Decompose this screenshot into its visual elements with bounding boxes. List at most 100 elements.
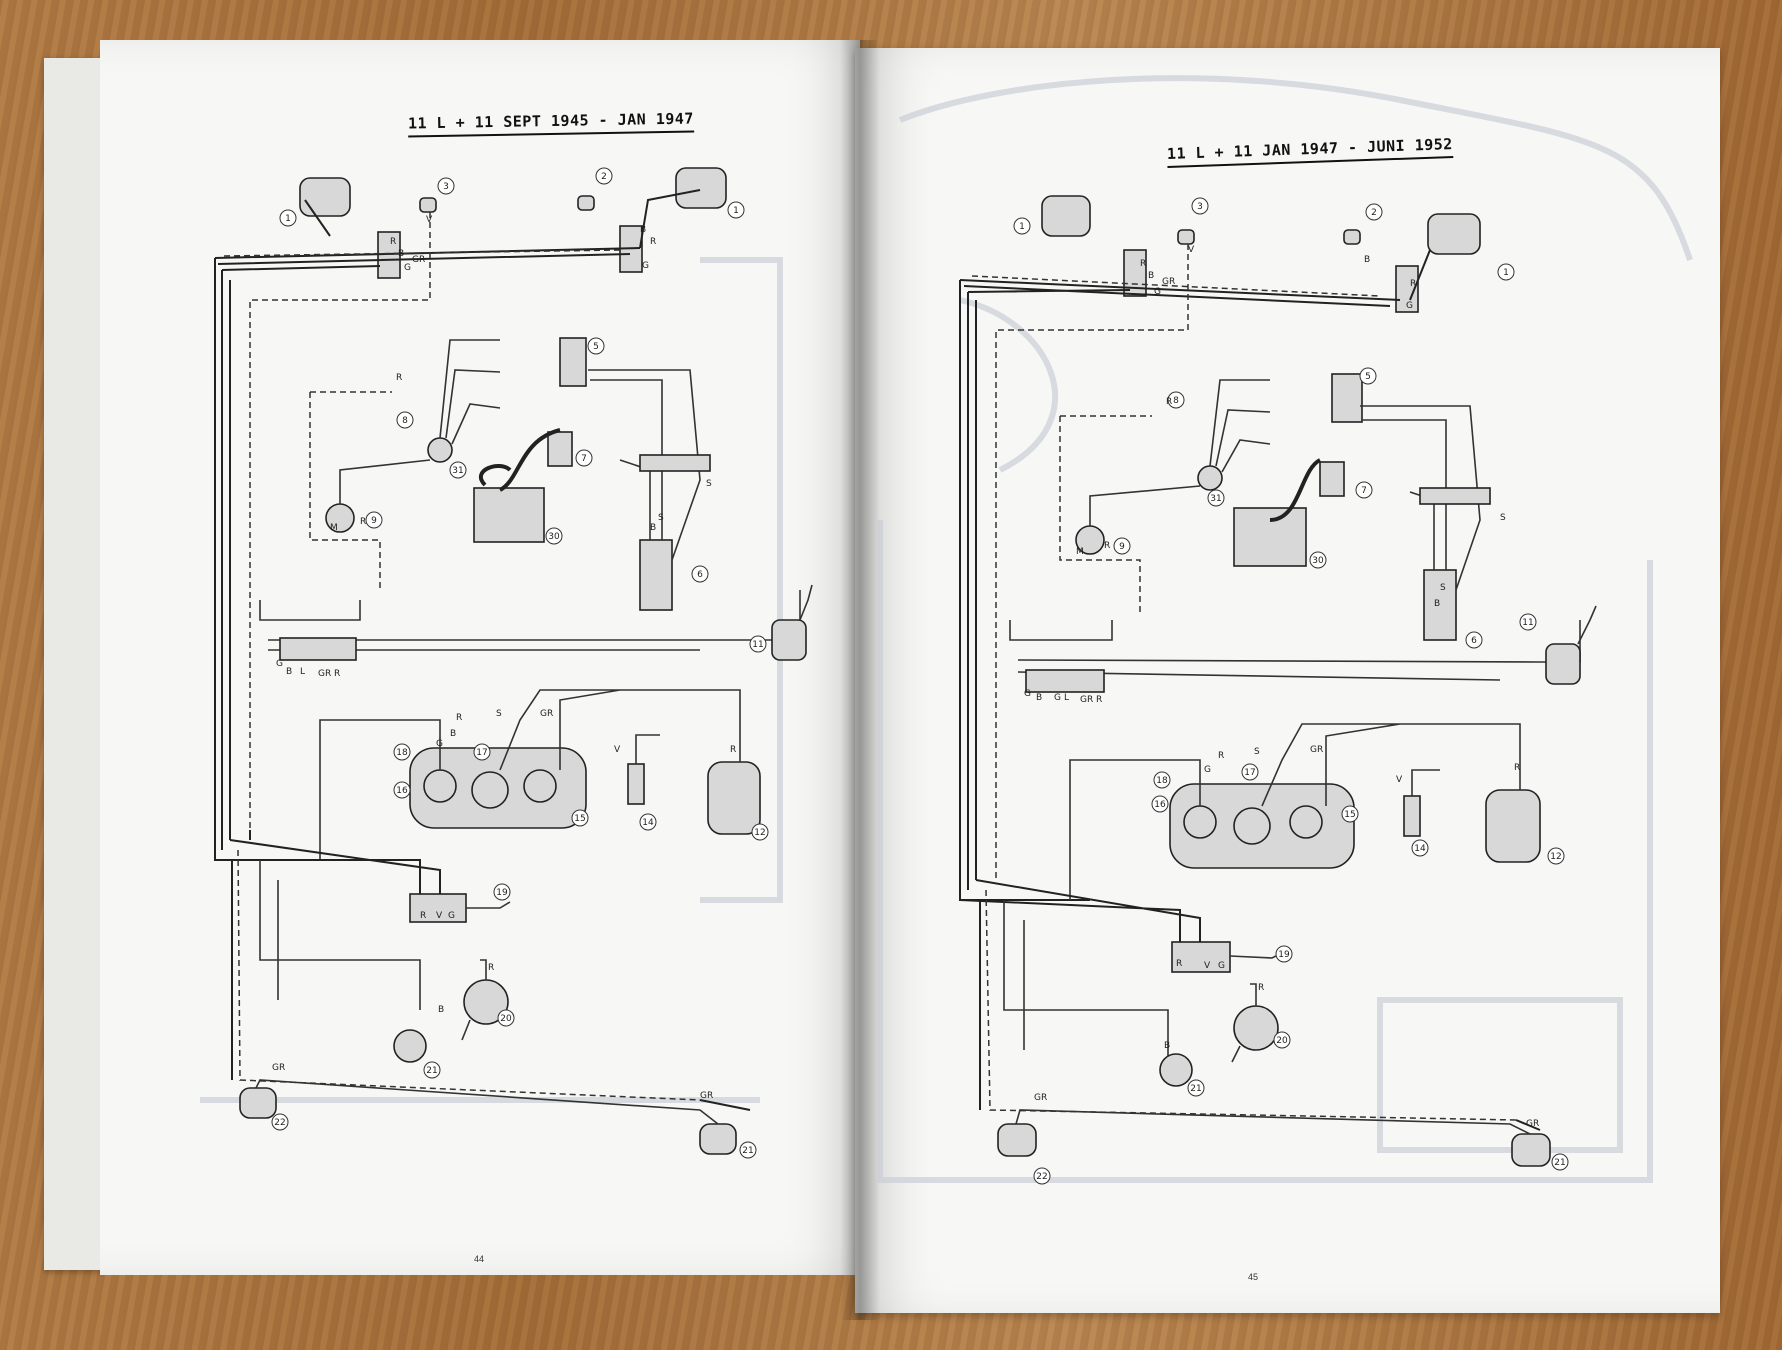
callout-circle (1359, 367, 1377, 385)
right-page-number: 45 (1248, 1272, 1259, 1282)
callout-circle (1113, 537, 1131, 555)
fuse-box-6 (639, 539, 673, 611)
wire-label: GR (700, 1091, 713, 1101)
tail-lamp-right-21 (699, 1123, 737, 1155)
wire-label: G (276, 659, 283, 669)
callout-number: 15 (1344, 810, 1355, 820)
callout-31: 31 (1207, 489, 1225, 507)
right-page-bleed-through (877, 75, 1693, 1183)
callout-number: 12 (1550, 852, 1561, 862)
callout-18: 18 (1153, 771, 1171, 789)
callout-14: 14 (1411, 839, 1429, 857)
callout-8: 8 (1167, 391, 1185, 409)
wire-label: V (1188, 245, 1195, 255)
callout-circle (393, 743, 411, 761)
horn-2 (577, 195, 595, 211)
gauge-18 (1289, 805, 1323, 839)
wire-label: B (286, 667, 292, 677)
starter-switch-11 (1545, 643, 1581, 685)
wire-label: R (1166, 397, 1172, 407)
callout-22: 22 (271, 1113, 289, 1131)
switch-19 (1171, 941, 1231, 973)
callout-number: 6 (1471, 636, 1477, 646)
callout-circle (1191, 197, 1209, 215)
wire-label: M (330, 523, 338, 533)
callout-circle (493, 883, 511, 901)
callout-circle (691, 565, 709, 583)
starter-switch-11 (771, 619, 807, 661)
callout-5: 5 (587, 337, 605, 355)
callout-number: 19 (496, 888, 508, 898)
callout-number: 20 (500, 1014, 512, 1024)
wire-label: GR (272, 1063, 285, 1073)
callout-2: 2 (595, 167, 613, 185)
callout-9: 9 (1113, 537, 1131, 555)
wire-label: GR (1526, 1119, 1539, 1129)
callout-6: 6 (1465, 631, 1483, 649)
callout-circle (739, 1141, 757, 1159)
wire-label: S (706, 479, 712, 489)
callout-5: 5 (1359, 367, 1377, 385)
callout-number: 22 (1036, 1172, 1047, 1182)
callout-16: 16 (393, 781, 411, 799)
wire-label: V (1204, 961, 1211, 971)
callout-circle (423, 1061, 441, 1079)
wire-label: GR (1162, 277, 1175, 287)
wire-label: R (1514, 763, 1520, 773)
callout-circle (1241, 763, 1259, 781)
wire-label: GR (1310, 745, 1323, 755)
callout-number: 17 (1244, 768, 1255, 778)
ignition-coil-5 (1331, 373, 1363, 423)
callout-circle (449, 461, 467, 479)
callout-number: 3 (443, 182, 449, 192)
callout-number: 3 (1197, 202, 1203, 212)
tail-lamp-left-22 (239, 1087, 277, 1119)
callout-30: 30 (545, 527, 563, 545)
right-wiring-diagram (959, 195, 1597, 1167)
wire-label: S (658, 513, 664, 523)
ignition-coil-5 (559, 337, 587, 387)
lamp-14 (1403, 795, 1421, 837)
wire-label: B (398, 249, 404, 259)
callout-15: 15 (1341, 805, 1359, 823)
distributor-30 (473, 487, 545, 543)
wire-label: G (642, 261, 649, 271)
callout-11: 11 (1519, 613, 1537, 631)
callout-number: 20 (1276, 1036, 1288, 1046)
wire-label: B (1364, 255, 1370, 265)
headlamp-right (1427, 213, 1481, 255)
callout-circle (1273, 1031, 1291, 1049)
switch-31 (427, 437, 453, 463)
callout-number: 5 (593, 342, 599, 352)
wire-label: GR (412, 255, 425, 265)
wire-label: GR (318, 669, 331, 679)
wire-label: R (420, 911, 426, 921)
callout-16: 16 (1151, 795, 1169, 813)
callout-21: 21 (1187, 1079, 1205, 1097)
left-page-bleed-through (200, 257, 783, 1103)
horn-2 (1343, 229, 1361, 245)
callout-circle (1519, 613, 1537, 631)
wire-label: R (730, 745, 736, 755)
callout-circle (279, 209, 297, 227)
callout-circle (571, 809, 589, 827)
callout-circle (1187, 1079, 1205, 1097)
gauge-16 (1183, 805, 1217, 839)
callout-circle (639, 813, 657, 831)
wire-label: R (390, 237, 396, 247)
callout-number: 14 (1414, 844, 1426, 854)
wire-label: R (334, 669, 340, 679)
wire-label: V (1396, 775, 1403, 785)
wire-label: B (650, 523, 656, 533)
wire-label: S (1254, 747, 1260, 757)
callout-19: 19 (1275, 945, 1293, 963)
wire-label: R (1104, 541, 1110, 551)
wire-label: G (404, 263, 411, 273)
callout-19: 19 (493, 883, 511, 901)
callout-circle (271, 1113, 289, 1131)
wire-label: R (1096, 695, 1102, 705)
headlamp-right (675, 167, 727, 209)
wire-label: S (1440, 583, 1446, 593)
wire-label: R (1258, 983, 1264, 993)
callout-18: 18 (393, 743, 411, 761)
